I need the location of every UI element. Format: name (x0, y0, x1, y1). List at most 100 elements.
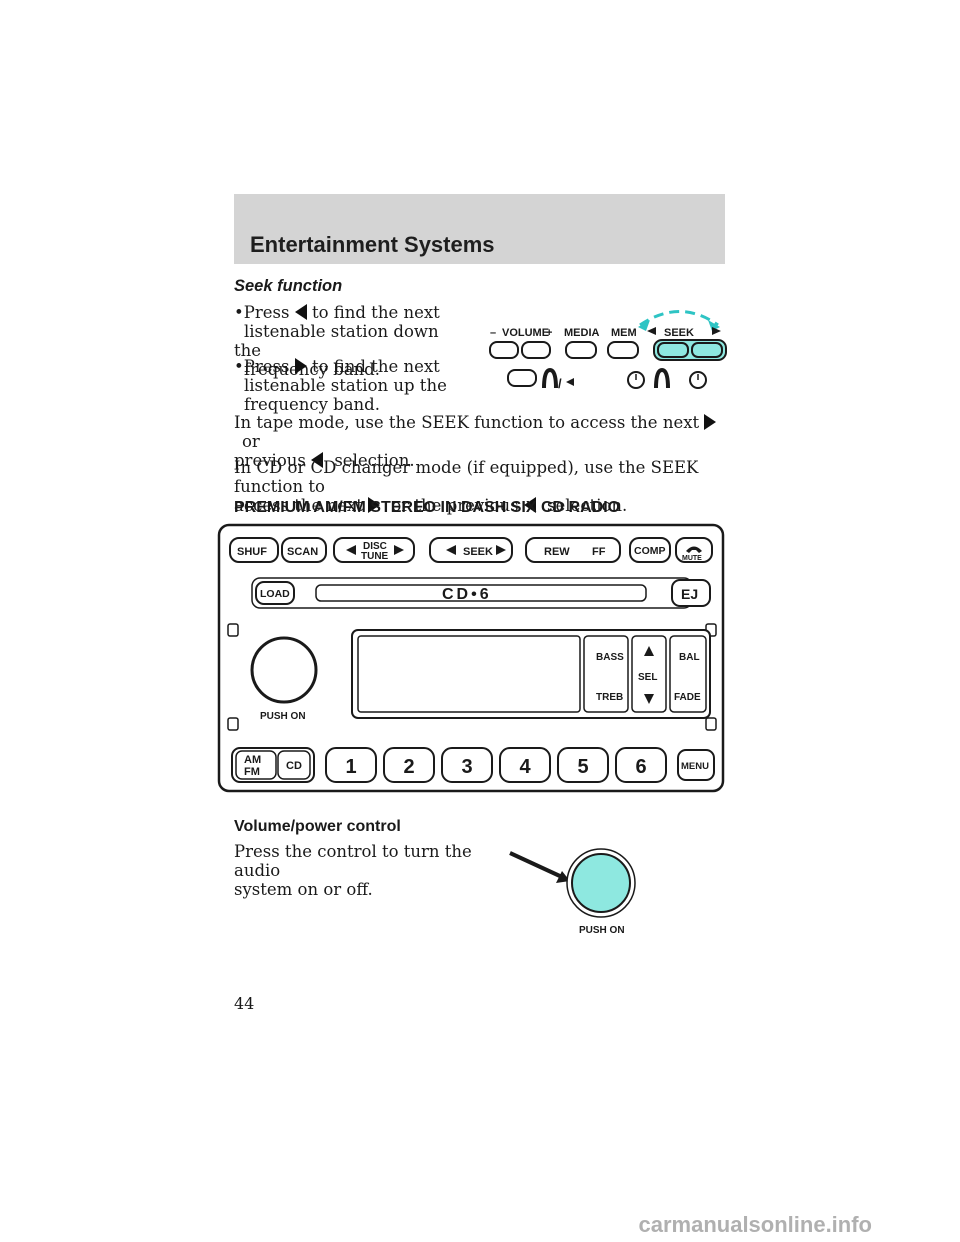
media-button[interactable] (565, 341, 597, 359)
preset-button-1[interactable] (325, 747, 377, 783)
seek-label: SEEK (463, 546, 493, 558)
page-number: 44 (234, 994, 255, 1013)
cd-mode-text: In CD or CD changer mode (if equipped), … (234, 458, 699, 515)
cd-button[interactable] (277, 750, 311, 780)
am-label: AM (244, 754, 261, 766)
bullet-seek-down: •Press to find the next listenable stati… (234, 303, 440, 379)
seek-label: SEEK (664, 327, 694, 339)
previous-icon (523, 497, 536, 513)
eject-button[interactable] (671, 579, 711, 607)
preset-label-2: 2 (403, 756, 414, 778)
section-title: Entertainment Systems (250, 232, 495, 257)
seek-up-button[interactable] (691, 342, 723, 358)
am-fm-button[interactable] (235, 750, 277, 780)
phone-icon (686, 546, 702, 553)
tape-mode-text: In tape mode, use the SEEK function to a… (234, 413, 734, 470)
radio-section-title: PREMIUM AM/FM STEREO IN DASH SIX CD RADI… (234, 499, 621, 516)
volume-knob[interactable] (250, 636, 318, 704)
bal-label: BAL (679, 652, 700, 663)
scan-label: SCAN (287, 546, 318, 558)
tape-eject-button[interactable] (507, 369, 537, 387)
preset-label-4: 4 (519, 756, 531, 778)
seek-heading: Seek function (234, 277, 343, 295)
sel-down-arrow-icon (644, 694, 654, 704)
footer-watermark: carmanualsonline.info (638, 1212, 873, 1237)
preset-label-3: 3 (461, 756, 472, 778)
preset-label-1: 1 (345, 756, 356, 778)
preset-button-6[interactable] (615, 747, 667, 783)
cd-slot (315, 584, 647, 602)
media-label: MEDIA (564, 327, 600, 339)
seek-right-arrow-icon (496, 545, 506, 555)
next-icon (368, 497, 381, 513)
seek-up-icon (294, 358, 307, 374)
tune-label: TUNE (361, 551, 389, 562)
menu-button[interactable] (677, 749, 715, 781)
cd-label: CD (286, 760, 302, 772)
disc-right-arrow-icon (394, 545, 404, 555)
preset-button-2[interactable] (383, 747, 435, 783)
display-screen (357, 635, 581, 713)
bal-fade-button[interactable] (669, 635, 707, 713)
push-on-label: PUSH ON (260, 711, 306, 722)
load-button[interactable] (255, 581, 295, 605)
screw-icon (227, 623, 239, 637)
preset-button-4[interactable] (499, 747, 551, 783)
sel-label: SEL (638, 672, 657, 683)
rew-ff-button[interactable] (525, 537, 621, 563)
volume-up-button[interactable] (521, 341, 551, 359)
tape-rewind-icon (566, 378, 574, 386)
push-on-label: PUSH ON (579, 925, 625, 936)
volume-text: Press the control to turn the audio syst… (234, 842, 472, 899)
treb-label: TREB (596, 692, 623, 703)
fade-label: FADE (674, 692, 701, 703)
bass-label: BASS (596, 652, 624, 663)
volume-label: VOLUME (502, 327, 549, 339)
seek-panel-illustration: – VOLUME + MEDIA MEM SEEK / (489, 310, 727, 391)
comp-label: COMP (634, 545, 666, 557)
mem-button[interactable] (607, 341, 639, 359)
previous-icon (311, 452, 324, 468)
bass-treb-button[interactable] (583, 635, 629, 713)
seek-left-arrow-icon (446, 545, 456, 555)
volume-minus-label: – (490, 327, 496, 339)
section-header-bar (234, 194, 725, 264)
preset-label-5: 5 (577, 756, 588, 778)
disc-left-arrow-icon (346, 545, 356, 555)
tape-icon (542, 367, 558, 389)
sel-button[interactable] (631, 635, 667, 713)
disc-tune-button[interactable] (333, 537, 415, 563)
seek-button[interactable] (429, 537, 513, 563)
tape-slash: / (558, 376, 562, 391)
bullet-seek-up: •Press to find the next listenable stati… (234, 357, 447, 414)
screw-icon (705, 717, 717, 731)
cd6-brand: CD•6 (442, 586, 492, 603)
seek-right-arrow-icon (712, 327, 721, 335)
mem-label: MEM (611, 327, 637, 339)
load-label: LOAD (260, 588, 290, 600)
screw-icon (227, 717, 239, 731)
shuf-button[interactable] (229, 537, 279, 563)
volume-down-button[interactable] (489, 341, 519, 359)
scan-button[interactable] (281, 537, 327, 563)
seek-down-button[interactable] (657, 342, 689, 358)
seek-down-icon (294, 304, 307, 320)
tape-icon (654, 367, 670, 389)
comp-button[interactable] (629, 537, 671, 563)
volume-knob-illustration: PUSH ON (509, 848, 636, 936)
shuf-label: SHUF (237, 546, 267, 558)
pointer-arrow-icon (509, 851, 563, 879)
sel-up-arrow-icon (644, 646, 654, 656)
preset-label-6: 6 (635, 756, 646, 778)
preset-button-5[interactable] (557, 747, 609, 783)
rew-label: REW (544, 546, 570, 558)
mute-label: MUTE (682, 555, 702, 562)
radio-faceplate: SHUF SCAN DISC TUNE SEEK REW FF COMP MUT… (217, 523, 725, 793)
disc-label: DISC (363, 541, 387, 552)
power-knob[interactable] (571, 853, 631, 913)
seek-arc-icon (639, 310, 719, 327)
eject-label: EJ (681, 586, 698, 602)
volume-plus-label: + (546, 327, 552, 339)
preset-button-3[interactable] (441, 747, 493, 783)
seek-left-arrow-icon (647, 327, 656, 335)
